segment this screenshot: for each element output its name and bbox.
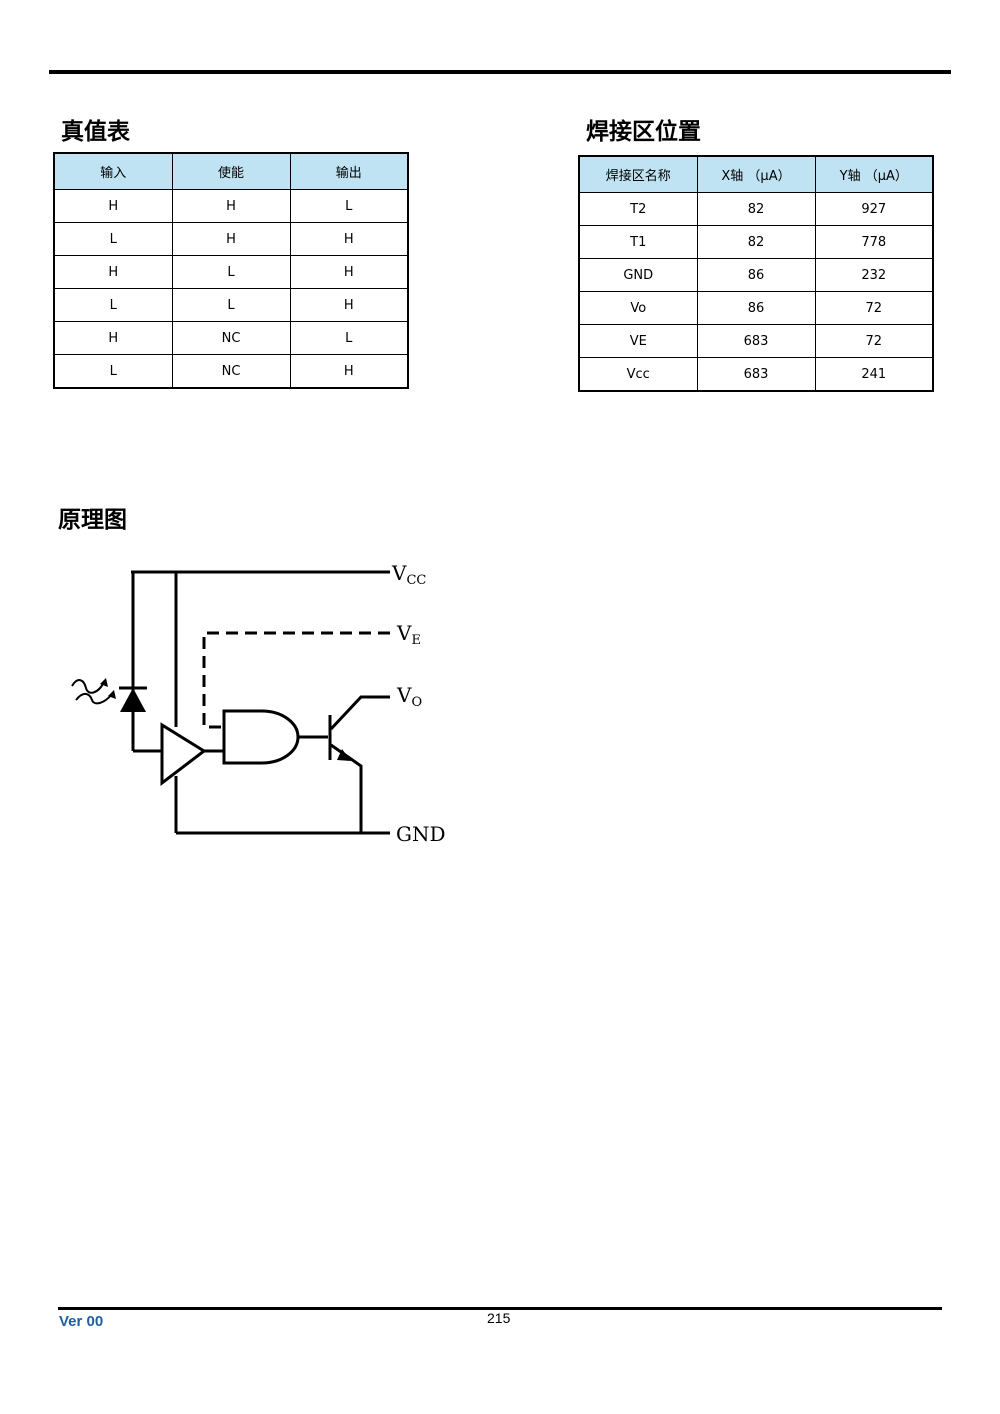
pad-location-title: 焊接区位置 — [586, 119, 701, 145]
table-cell: 72 — [814, 291, 934, 325]
page-number: 215 — [487, 1310, 511, 1326]
table-cell: H — [289, 354, 409, 389]
table-cell: 82 — [696, 192, 816, 226]
table-row: H H L — [53, 189, 409, 223]
amplifier-triangle — [160, 722, 207, 787]
table-cell: 232 — [814, 258, 934, 292]
table-cell: 86 — [696, 291, 816, 325]
top-rule — [49, 70, 951, 74]
header-input: 输入 — [53, 152, 173, 190]
table-cell: T2 — [578, 192, 698, 226]
table-cell: H — [289, 222, 409, 256]
table-row: T1 82 778 — [578, 225, 934, 259]
version-label: Ver 00 — [59, 1313, 104, 1330]
table-cell: 927 — [814, 192, 934, 226]
table-cell: H — [53, 321, 173, 355]
table-row: GND 86 232 — [578, 258, 934, 292]
table-cell: 241 — [814, 357, 934, 392]
enable-line — [202, 631, 390, 729]
table-cell: H — [53, 189, 173, 223]
table-row: T2 82 927 — [578, 192, 934, 226]
table-cell: 86 — [696, 258, 816, 292]
emitter-arrow-icon — [337, 749, 351, 761]
table-row: Vcc 683 241 — [578, 357, 934, 392]
table-cell: Vo — [578, 291, 698, 325]
ve-label: VE — [396, 621, 421, 648]
table-cell: 82 — [696, 225, 816, 259]
transistor-collector — [329, 695, 390, 731]
table-row: L NC H — [53, 354, 409, 389]
pad-location-table: 焊接区名称 X轴 （μA） Y轴 （μA） T2 82 927 T1 82 77… — [578, 155, 934, 392]
table-cell: H — [289, 255, 409, 289]
table-row: L L H — [53, 288, 409, 322]
table-cell: L — [289, 321, 409, 355]
table-row: H NC L — [53, 321, 409, 355]
table-cell: NC — [171, 321, 291, 355]
table-row: Vo 86 72 — [578, 291, 934, 325]
table-row: L H H — [53, 222, 409, 256]
truth-table: 输入 使能 输出 H H L L H H H L H L L H H NC L — [53, 152, 409, 389]
schematic-diagram: VCC VE VO GND — [71, 561, 446, 846]
truth-table-title: 真值表 — [61, 119, 130, 145]
table-cell: T1 — [578, 225, 698, 259]
header-enable: 使能 — [171, 152, 291, 190]
vo-label: VO — [396, 683, 422, 710]
table-cell: H — [53, 255, 173, 289]
header-y-axis: Y轴 （μA） — [814, 155, 934, 193]
table-cell: L — [53, 222, 173, 256]
header-output: 输出 — [289, 152, 409, 190]
table-header-row: 输入 使能 输出 — [53, 152, 409, 190]
vcc-label: VCC — [391, 561, 426, 588]
table-cell: H — [171, 189, 291, 223]
table-cell: 72 — [814, 324, 934, 358]
table-cell: GND — [578, 258, 698, 292]
header-x-axis: X轴 （μA） — [696, 155, 816, 193]
table-header-row: 焊接区名称 X轴 （μA） Y轴 （μA） — [578, 155, 934, 193]
table-cell: 778 — [814, 225, 934, 259]
table-cell: 683 — [696, 357, 816, 392]
table-cell: 683 — [696, 324, 816, 358]
schematic-title: 原理图 — [58, 507, 127, 533]
and-gate — [222, 709, 300, 765]
gnd-label: GND — [396, 822, 446, 846]
photodiode-icon — [120, 688, 146, 712]
table-cell: L — [171, 255, 291, 289]
table-cell: H — [171, 222, 291, 256]
table-cell: NC — [171, 354, 291, 389]
bottom-rule — [58, 1307, 942, 1310]
table-row: VE 683 72 — [578, 324, 934, 358]
header-pad-name: 焊接区名称 — [578, 155, 698, 193]
table-cell: L — [171, 288, 291, 322]
table-cell: L — [53, 288, 173, 322]
table-cell: L — [289, 189, 409, 223]
table-row: H L H — [53, 255, 409, 289]
table-cell: VE — [578, 324, 698, 358]
table-cell: H — [289, 288, 409, 322]
table-cell: L — [53, 354, 173, 389]
table-cell: Vcc — [578, 357, 698, 392]
light-rays-icon — [71, 679, 113, 705]
